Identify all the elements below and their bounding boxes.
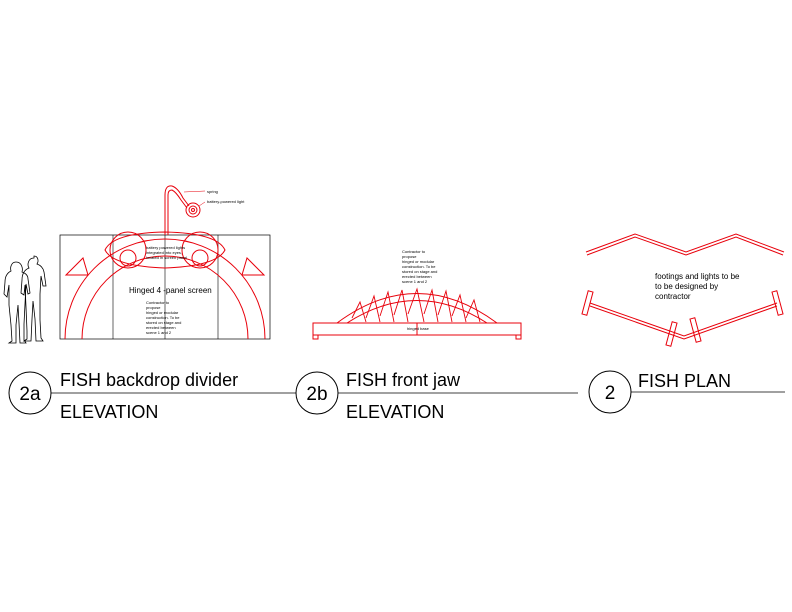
svg-text:scene 1 and 2: scene 1 and 2	[402, 279, 428, 284]
battery-light-icon	[185, 202, 201, 218]
svg-text:stored on stage and: stored on stage and	[146, 320, 181, 325]
label-battery-light: battery-powered light	[207, 199, 245, 204]
svg-text:integrated into eyes,: integrated into eyes,	[146, 250, 182, 255]
svg-text:propose: propose	[402, 254, 417, 259]
spring-rod	[164, 185, 190, 235]
svg-text:battery powered lights: battery powered lights	[146, 245, 185, 250]
note-2: footings and lights to be to be designed…	[655, 272, 740, 301]
title-block-2b: 2b FISH front jaw ELEVATION	[295, 370, 578, 422]
jaw-arches	[336, 293, 498, 324]
note-top-2a: battery powered lights integrated into e…	[146, 245, 187, 260]
scale-figures	[3, 255, 47, 344]
svg-text:footings and lights to be: footings and lights to be	[655, 272, 740, 281]
drawing-title-2a: FISH backdrop divider	[60, 370, 238, 390]
title-block-2a: 2a FISH backdrop divider ELEVATION	[8, 370, 296, 422]
drawing-2a-figure: spring battery-powered light battery pow…	[3, 185, 271, 344]
svg-text:erected between: erected between	[402, 274, 432, 279]
note-2b: Contractor to propose hinged or modular …	[402, 249, 437, 284]
svg-text:hinged or modular: hinged or modular	[402, 259, 435, 264]
drawing-title-2: FISH PLAN	[638, 371, 731, 391]
hinged-base	[312, 322, 522, 340]
drawing-number-2: 2	[605, 383, 616, 404]
svg-text:Contractor to: Contractor to	[146, 300, 170, 305]
label-spring: spring	[207, 189, 218, 194]
svg-text:contractor: contractor	[655, 292, 691, 301]
label-hinged-base: hinged base	[407, 326, 430, 331]
svg-text:Contractor to: Contractor to	[402, 249, 426, 254]
svg-text:hinged or modular: hinged or modular	[146, 310, 179, 315]
light-leader	[198, 201, 206, 207]
title-block-2: 2 FISH PLAN	[588, 370, 785, 414]
plan-bottom-chevron	[589, 302, 778, 340]
svg-text:stored on stage and: stored on stage and	[402, 269, 437, 274]
jaw-teeth	[351, 287, 481, 323]
drawing-2b-figure: Contractor to propose hinged or modular …	[312, 249, 522, 340]
drawing-subtitle-2a: ELEVATION	[60, 402, 158, 422]
note-body-2a: Contractor to propose hinged or modular …	[146, 300, 181, 335]
svg-text:construction. To be: construction. To be	[402, 264, 436, 269]
panel-label: Hinged 4 -panel screen	[129, 286, 212, 295]
drawing-subtitle-2b: ELEVATION	[346, 402, 444, 422]
spring-leader	[183, 190, 206, 193]
svg-text:to be designed by: to be designed by	[655, 282, 718, 291]
drawing-title-2b: FISH front jaw	[346, 370, 461, 390]
svg-text:erected between: erected between	[146, 325, 176, 330]
fish-outline	[64, 231, 266, 340]
svg-text:construction. To be: construction. To be	[146, 315, 180, 320]
svg-text:scene 1 and 2: scene 1 and 2	[146, 330, 172, 335]
drawing-2-figure: footings and lights to be to be designed…	[581, 233, 785, 347]
svg-text:propose: propose	[146, 305, 161, 310]
svg-text:located in screen panel: located in screen panel	[146, 255, 187, 260]
plan-top-zigzag	[585, 233, 785, 256]
drawing-number-2b: 2b	[306, 384, 327, 405]
plan-footings	[581, 290, 784, 347]
drawing-number-2a: 2a	[19, 384, 41, 405]
